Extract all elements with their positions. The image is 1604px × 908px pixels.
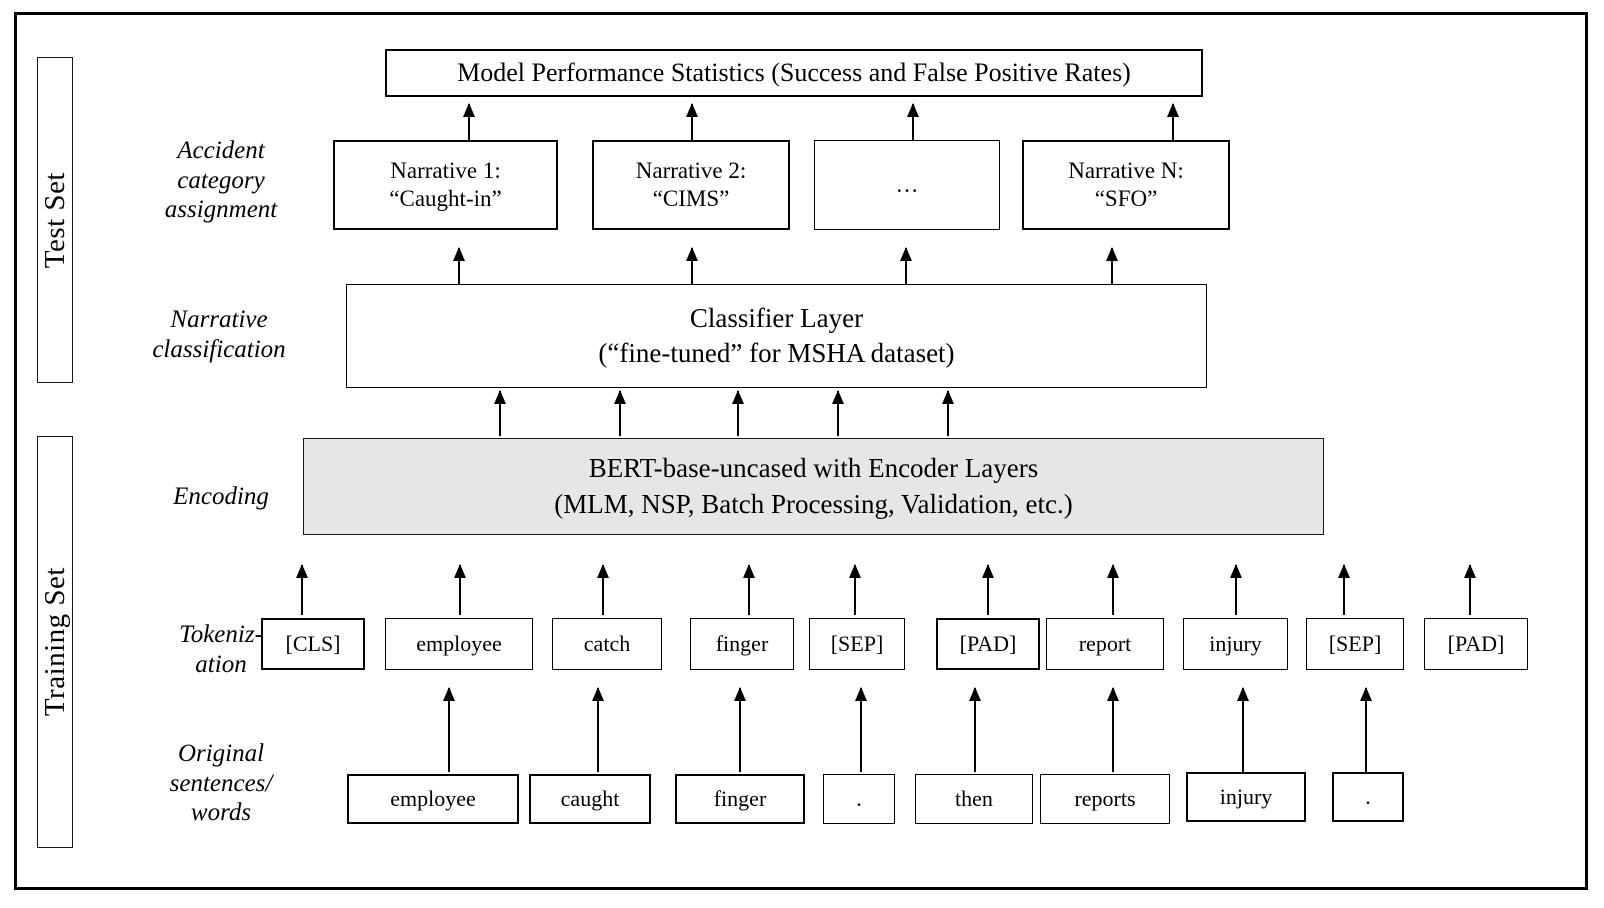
narrative-box-1: Narrative 1: “Caught-in”: [333, 140, 558, 230]
word-box-period-1: .: [823, 774, 895, 824]
set-bar-test: Test Set: [37, 57, 73, 383]
model-performance-statistics-box: Model Performance Statistics (Success an…: [385, 49, 1203, 97]
stage-label-encoding: Encoding: [173, 483, 269, 510]
stage-label-original-sentences-words: Original sentences/ words: [169, 740, 273, 826]
word-box-caught: caught: [529, 774, 651, 824]
narrative-box-2: Narrative 2: “CIMS”: [592, 140, 790, 230]
token-box-injury: injury: [1183, 618, 1288, 670]
token-box-report: report: [1046, 618, 1164, 670]
token-box-pad-2: [PAD]: [1424, 618, 1528, 670]
bert-encoder-box: BERT-base-uncased with Encoder Layers (M…: [303, 438, 1324, 535]
stage-label-tokenization: Tokeniz- ation: [179, 621, 263, 678]
word-box-finger: finger: [675, 774, 805, 824]
token-box-cls: [CLS]: [261, 618, 365, 670]
narrative-box-ellipsis: …: [814, 140, 1000, 230]
token-box-pad-1: [PAD]: [936, 618, 1040, 670]
stage-label-narrative-classification: Narrative classification: [152, 306, 286, 363]
token-box-catch: catch: [552, 618, 662, 670]
word-box-reports: reports: [1040, 774, 1170, 824]
token-box-sep-1: [SEP]: [809, 618, 905, 670]
token-box-finger: finger: [690, 618, 794, 670]
set-bar-training: Training Set: [37, 436, 73, 848]
narrative-box-n: Narrative N: “SFO”: [1022, 140, 1230, 230]
stage-label-accident-category-assignment: Accident category assignment: [164, 137, 278, 223]
word-box-period-2: .: [1332, 772, 1404, 822]
set-bar-test-label: Test Set: [38, 171, 71, 269]
set-bar-training-label: Training Set: [38, 567, 71, 717]
classifier-layer-box: Classifier Layer (“fine-tuned” for MSHA …: [346, 284, 1207, 388]
token-box-sep-2: [SEP]: [1306, 618, 1404, 670]
word-box-then: then: [915, 774, 1033, 824]
word-box-employee: employee: [347, 774, 519, 824]
token-box-employee: employee: [385, 618, 533, 670]
word-box-injury: injury: [1186, 772, 1306, 822]
